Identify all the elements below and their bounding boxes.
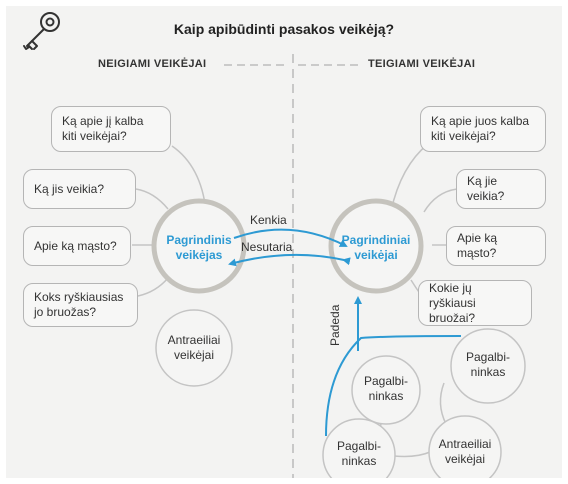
left-question-box: Ką jis veikia? [23,169,136,209]
page-title: Kaip apibūdinti pasakos veikėją? [173,21,395,37]
harms-arrow [233,228,348,247]
left-main-character-label: Pagrindinis veikėjas [166,233,232,262]
right-connector-1 [390,143,429,212]
diagram-graphics [23,12,526,478]
disagrees-arrow [228,253,351,267]
helper-label: Pagalbi- ninkas [363,374,409,403]
right-question-text: Apie ką mąsto? [457,231,498,260]
left-secondary-circle [155,309,233,387]
right-main-characters-label: Pagrindiniai veikėjai [341,233,411,262]
helps-arrow [325,335,462,437]
right-question-box: Ką jie veikia? [456,169,546,209]
right-question-box: Apie ką mąsto? [446,226,546,266]
helper-circle-middle [351,355,421,425]
left-connector-2 [135,188,169,210]
helper-circle-bottom [322,418,396,478]
right-main-ring [328,198,424,294]
left-connector-4 [137,277,169,297]
helper-connector-2 [393,451,431,458]
right-question-text: Ką jie veikia? [467,174,505,203]
disagrees-label: Nesutaria [241,240,293,254]
positive-characters-header: TEIGIAMI VEIKĖJAI [368,58,476,70]
right-secondary-circle [428,415,502,478]
helper-label: Pagalbi- ninkas [336,439,382,468]
left-secondary-label: Antraeiliai veikėjai [167,333,221,362]
right-question-box: Ką apie juos kalba kiti veikėjai? [420,106,546,152]
helper-connector-1 [439,382,447,425]
left-question-box: Apie ką mąsto? [23,226,131,266]
helper-label: Pagalbi- ninkas [465,350,511,379]
helper-circle-top [450,328,526,404]
negative-characters-header: NEIGIAMI VEIKĖJAI [98,58,207,70]
left-question-box: Ką apie jį kalba kiti veikėjai? [51,106,171,152]
left-question-text: Koks ryškiausias jo bruožas? [34,290,124,319]
left-question-text: Ką apie jį kalba kiti veikėjai? [62,114,144,143]
key-icon [23,12,60,50]
left-question-box: Koks ryškiausias jo bruožas? [23,283,138,327]
right-connector-2 [423,188,458,213]
right-question-text: Kokie jų ryškiausi bruožai? [429,280,476,325]
helps-label: Padeda [328,304,342,346]
right-question-text: Ką apie juos kalba kiti veikėjai? [431,114,530,143]
right-question-box: Kokie jų ryškiausi bruožai? [418,280,532,326]
diagram-canvas: Kaip apibūdinti pasakos veikėją? NEIGIAM… [6,6,562,478]
harms-label: Kenkia [250,213,287,227]
left-question-text: Apie ką mąsto? [34,238,117,253]
left-main-ring [151,198,247,294]
right-secondary-label: Antraeiliai veikėjai [438,437,492,466]
left-question-text: Ką jis veikia? [34,181,105,196]
